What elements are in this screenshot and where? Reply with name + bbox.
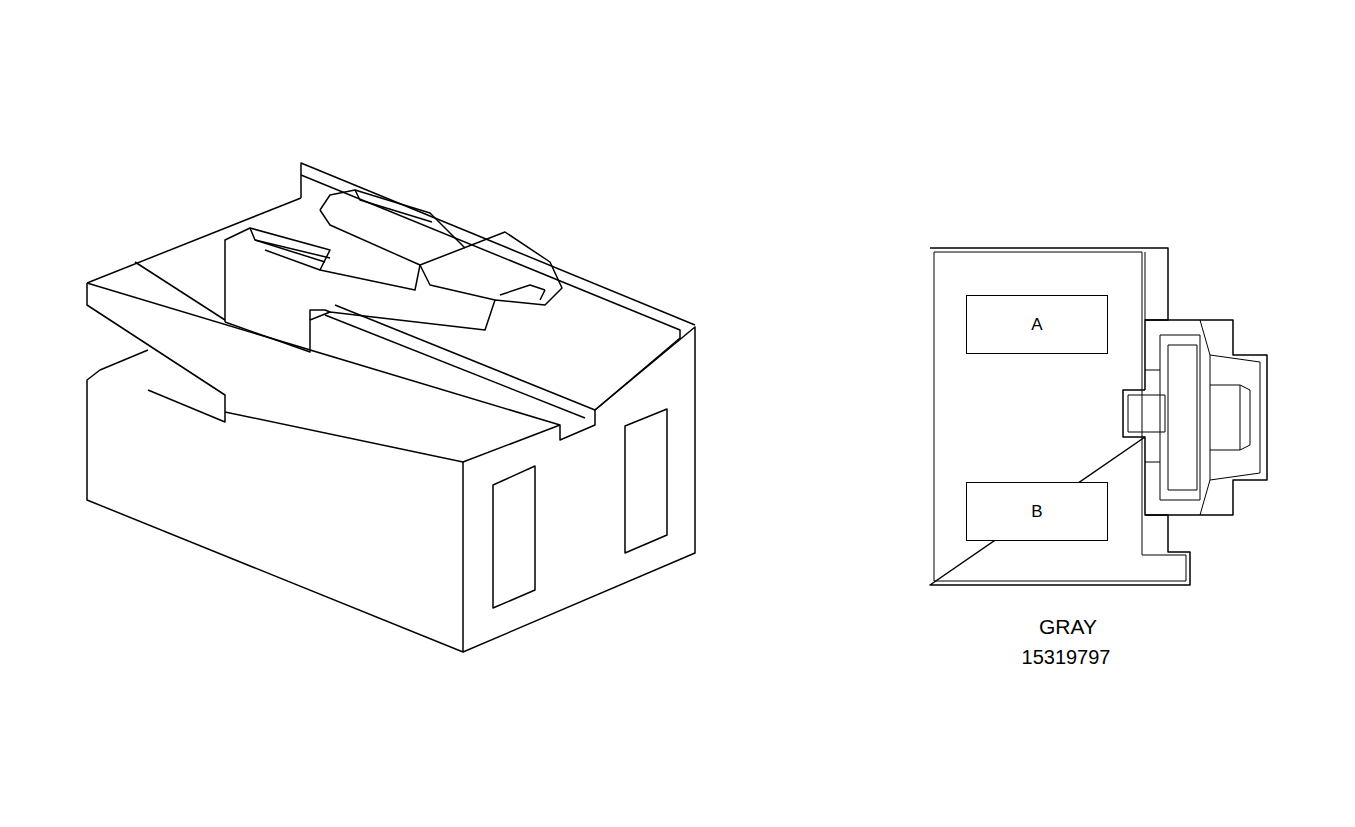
connector-isometric: [87, 163, 695, 652]
pin-cavity: A: [966, 295, 1108, 354]
pin-cavity: B: [966, 482, 1108, 541]
part-number: 15319797: [1022, 646, 1111, 669]
pin-name: B: [1031, 502, 1042, 522]
color-label: GRAY: [1039, 615, 1097, 639]
pin-name: A: [1031, 315, 1042, 335]
connector-face: [930, 248, 1267, 585]
